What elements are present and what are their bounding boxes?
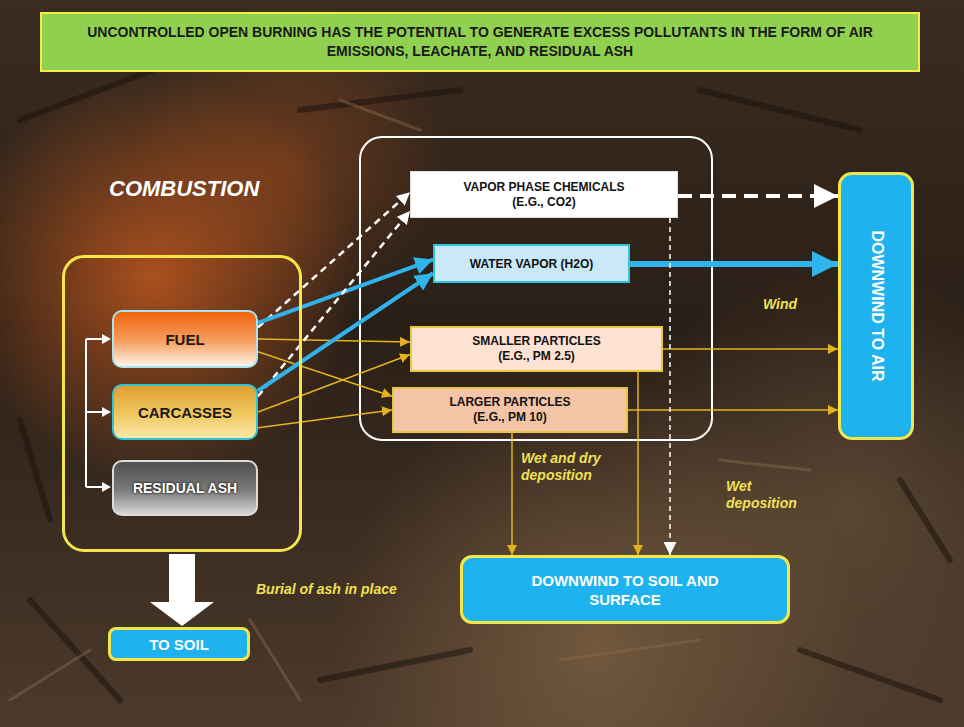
large-particles-box: LARGER PARTICLES (E.G., PM 10): [392, 387, 628, 433]
connector-arrow: [150, 554, 214, 626]
water-vapor-box: WATER VAPOR (H2O): [433, 244, 630, 283]
connector-arrow: [669, 218, 671, 555]
ash-box: RESIDUAL ASH: [112, 460, 258, 516]
cycle-bracket: [86, 339, 104, 487]
connector-arrow: [663, 348, 838, 350]
connector-arrow: [628, 409, 838, 411]
carcasses-box: CARCASSES: [112, 384, 258, 440]
box-label: TO SOIL: [149, 636, 209, 653]
box-label: CARCASSES: [138, 404, 232, 421]
box-label: VAPOR PHASE CHEMICALS (E.G., CO2): [454, 180, 634, 210]
soil-box: TO SOIL: [108, 627, 250, 661]
air-box: DOWNWIND TO AIR: [838, 172, 914, 440]
connector-arrow: [511, 433, 513, 555]
edge-label: Wet and dry deposition: [521, 450, 613, 484]
small-particles-box: SMALLER PARTICLES (E.G., PM 2.5): [410, 326, 663, 372]
box-label: RESIDUAL ASH: [133, 480, 237, 496]
edge-label: Burial of ash in place: [256, 581, 397, 598]
connector-arrow: [258, 410, 392, 428]
box-label: DOWNWIND TO SOIL AND SURFACE: [505, 571, 745, 609]
annotation-label: Wind: [763, 296, 797, 313]
box-label: DOWNWIND TO AIR: [867, 230, 885, 381]
connector-arrow: [258, 273, 433, 390]
edge-label: Wet deposition: [726, 478, 806, 512]
connector-arrow: [258, 352, 392, 396]
combustion-group: COMBUSTIONFUELCARCASSESRESIDUAL ASH: [62, 255, 302, 552]
group-heading: COMBUSTION: [109, 176, 259, 202]
fuel-box: FUEL: [112, 310, 258, 368]
box-label: SMALLER PARTICLES (E.G., PM 2.5): [462, 334, 612, 364]
connector-arrow: [678, 194, 838, 198]
soil-surface-box: DOWNWIND TO SOIL AND SURFACE: [460, 555, 790, 624]
box-label: LARGER PARTICLES (E.G., PM 10): [440, 395, 580, 425]
box-label: FUEL: [165, 331, 204, 348]
title-band: UNCONTROLLED OPEN BURNING HAS THE POTENT…: [40, 12, 920, 72]
cycle-arrowheads: [102, 334, 111, 492]
box-label: WATER VAPOR (H2O): [470, 257, 594, 271]
vapor-box: VAPOR PHASE CHEMICALS (E.G., CO2): [410, 171, 678, 218]
connector-arrow: [637, 372, 639, 555]
connector-arrow: [630, 261, 838, 267]
connector-arrow: [258, 192, 410, 327]
connector-arrow: [258, 355, 410, 412]
